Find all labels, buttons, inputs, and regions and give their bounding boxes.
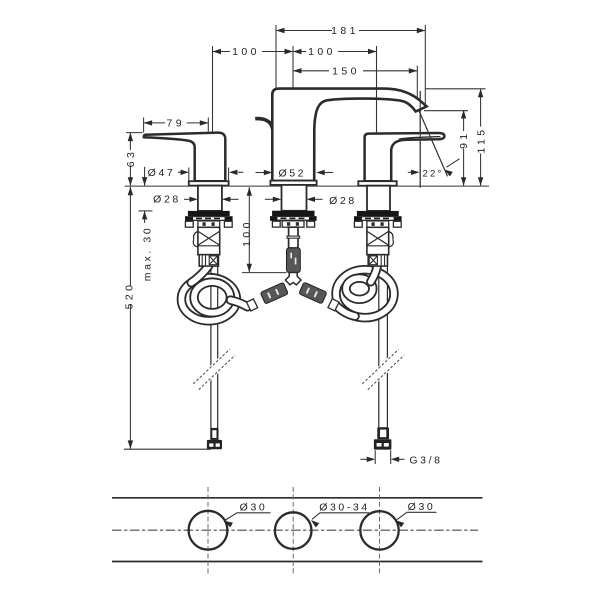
svg-text:115: 115: [475, 127, 487, 154]
svg-text:Ø52: Ø52: [278, 167, 306, 179]
svg-text:100: 100: [241, 219, 253, 247]
svg-text:520: 520: [124, 282, 136, 310]
svg-text:91: 91: [458, 130, 470, 148]
svg-text:181: 181: [331, 25, 359, 37]
svg-text:max. 30: max. 30: [142, 226, 154, 282]
svg-text:100: 100: [308, 46, 336, 58]
svg-text:100: 100: [232, 46, 260, 58]
svg-text:Ø28: Ø28: [153, 193, 181, 205]
svg-text:G3/8: G3/8: [409, 454, 442, 466]
svg-text:150: 150: [332, 66, 360, 78]
svg-text:Ø47: Ø47: [148, 167, 176, 179]
svg-text:Ø30: Ø30: [408, 501, 436, 513]
svg-text:63: 63: [125, 149, 137, 167]
svg-text:22°: 22°: [422, 168, 443, 179]
svg-text:79: 79: [166, 118, 184, 130]
svg-text:Ø28: Ø28: [329, 195, 357, 207]
svg-text:Ø30: Ø30: [240, 502, 268, 514]
svg-text:Ø30-34: Ø30-34: [319, 502, 370, 514]
